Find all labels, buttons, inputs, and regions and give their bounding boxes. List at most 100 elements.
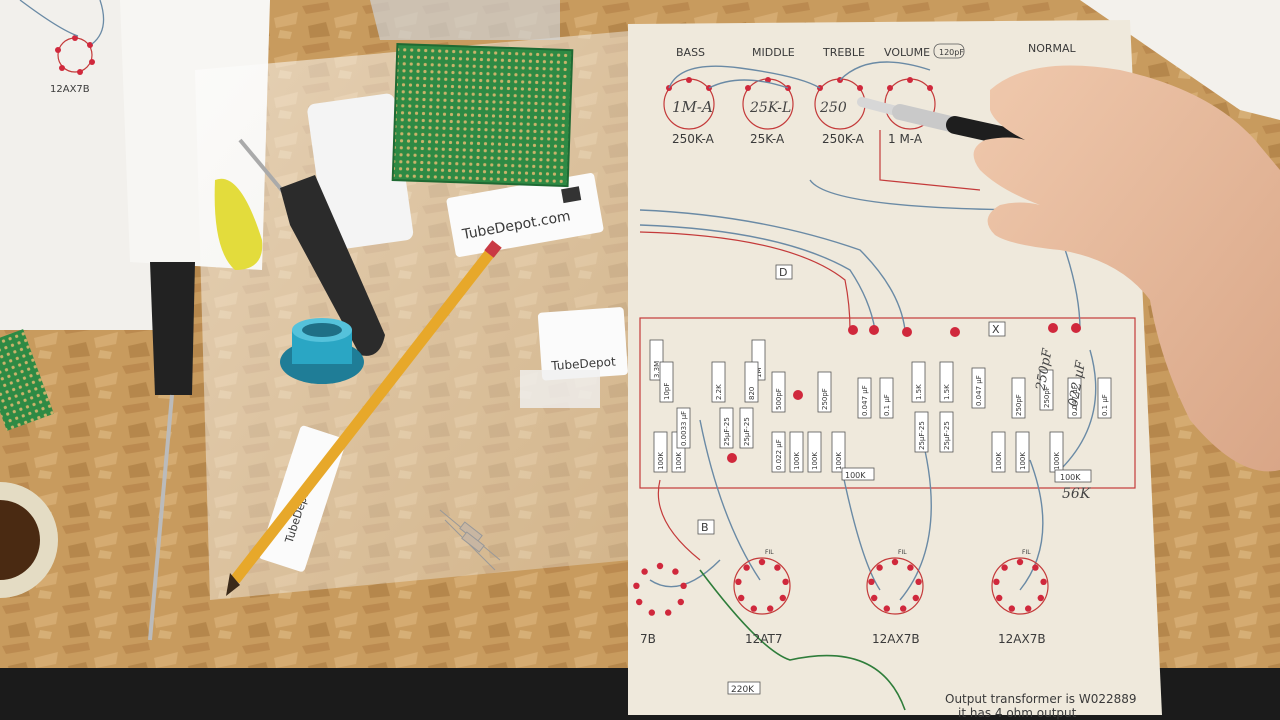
component-label: 1M (755, 368, 763, 379)
tube-pin (672, 568, 679, 575)
note-56k: 56K (1062, 486, 1092, 502)
tube-pin (883, 605, 890, 612)
tube-pin (648, 609, 655, 616)
fil-label-3: FIL (1022, 549, 1031, 556)
component-body (857, 377, 872, 419)
component-body (719, 407, 734, 449)
tube-label-top-left: 12AX7B (50, 84, 90, 95)
component-label: 100K (995, 452, 1003, 470)
perfboard (391, 43, 574, 188)
tube-pin (900, 605, 907, 612)
tube-socket (280, 318, 364, 384)
schematic-wires-red (639, 130, 981, 561)
component-body (879, 377, 894, 419)
tube-pin (912, 594, 919, 602)
component-label: 100K (1019, 452, 1027, 470)
tube-pin (758, 558, 766, 566)
component-body (789, 431, 804, 473)
component-body (807, 431, 822, 473)
pencil (226, 240, 502, 596)
marker-b: B (701, 521, 709, 534)
label-volume: VOLUME (884, 46, 930, 59)
tube-12at7 (733, 557, 791, 615)
label-120pf: 120pF (939, 48, 964, 57)
tube-pin (677, 598, 684, 606)
label-treble: TREBLE (822, 46, 865, 59)
tube-pin (1008, 605, 1015, 612)
component-label: 100K (657, 452, 665, 470)
tube-pin (1040, 578, 1047, 585)
component-label: 100K (811, 452, 819, 470)
pot-treble-handwritten: 250 (819, 100, 847, 116)
tube-pin (656, 562, 664, 570)
label-normal: NORMAL (1028, 42, 1077, 55)
tube-pin (665, 609, 672, 616)
tube-12ax7b-2 (991, 557, 1049, 615)
tube-pin (1037, 594, 1045, 602)
component-body (971, 367, 986, 409)
fil-label-2: FIL (898, 549, 907, 556)
schematic-wire-green (699, 569, 906, 711)
pot-bass-value: 250K-A (672, 132, 715, 146)
tube-12ax7b-1 (866, 557, 924, 615)
component-label: 1.5K (943, 384, 951, 400)
footer-line-2: it has 4 ohm output (958, 706, 1077, 720)
yellow-object (214, 178, 263, 270)
tube-pin (779, 594, 786, 602)
tube-label-12ax7b-1: 12AX7B (872, 632, 920, 646)
component-body (831, 431, 846, 473)
tube-pin (636, 598, 643, 606)
component-body (739, 407, 754, 449)
label-middle: MIDDLE (752, 46, 795, 59)
component-body (771, 371, 786, 413)
tube-pin (1025, 605, 1032, 612)
component-body (914, 411, 929, 453)
component-body (1011, 377, 1026, 419)
tube-label-left: 7B (640, 632, 656, 646)
tube-pin (871, 594, 878, 602)
label-bass: BASS (676, 46, 705, 59)
resistor-100k-h2: 100K (1060, 473, 1081, 482)
component-label: 0.047 µF (1071, 385, 1079, 416)
component-body (1097, 377, 1112, 419)
component-body (939, 361, 954, 403)
tube-label-12at7: 12AT7 (745, 632, 783, 646)
pot-middle-handwritten: 25K-L (749, 100, 791, 116)
resistor-100k-h1: 100K (845, 471, 866, 480)
component-label: 0.0033 µF (680, 411, 688, 446)
screwdriver-1 (238, 138, 385, 356)
tube-pin (996, 594, 1003, 602)
component-label: 250pF (1015, 394, 1023, 416)
component-label: 0.047 µF (975, 375, 983, 406)
component-label: 3.3M (653, 361, 661, 378)
tube-pin (782, 578, 789, 585)
pot-bass-handwritten: 1M-A (672, 98, 713, 116)
component-label: 25µF-25 (723, 417, 731, 446)
component-body (659, 361, 674, 403)
component-label: 0.047 µF (861, 385, 869, 416)
component-body (1015, 431, 1030, 473)
pot-middle-value: 25K-A (750, 132, 785, 146)
component-label: 250pF (1043, 386, 1051, 408)
tube-pin (641, 568, 648, 575)
component-body (991, 431, 1006, 473)
tube-pin (1032, 564, 1039, 571)
tube-pin (738, 594, 745, 602)
tube-pin (750, 605, 757, 612)
tube-pin (774, 564, 781, 571)
component-label: 100K (793, 452, 801, 470)
component-body (911, 361, 926, 403)
bag-label-2: TubeDepot (550, 355, 617, 374)
hand (973, 65, 1280, 472)
tube-pin (993, 578, 1000, 585)
component-label: 25µF-25 (943, 421, 951, 450)
fil-label-1: FIL (765, 549, 774, 556)
tube-pin (868, 578, 875, 585)
component-body (653, 431, 668, 473)
tube-pin (876, 564, 883, 571)
pot-treble-value: 250K-A (822, 132, 865, 146)
pot-volume-value: 1 M-A (888, 132, 923, 146)
tube-pin (915, 578, 922, 585)
component-label: 2.2K (715, 384, 723, 400)
